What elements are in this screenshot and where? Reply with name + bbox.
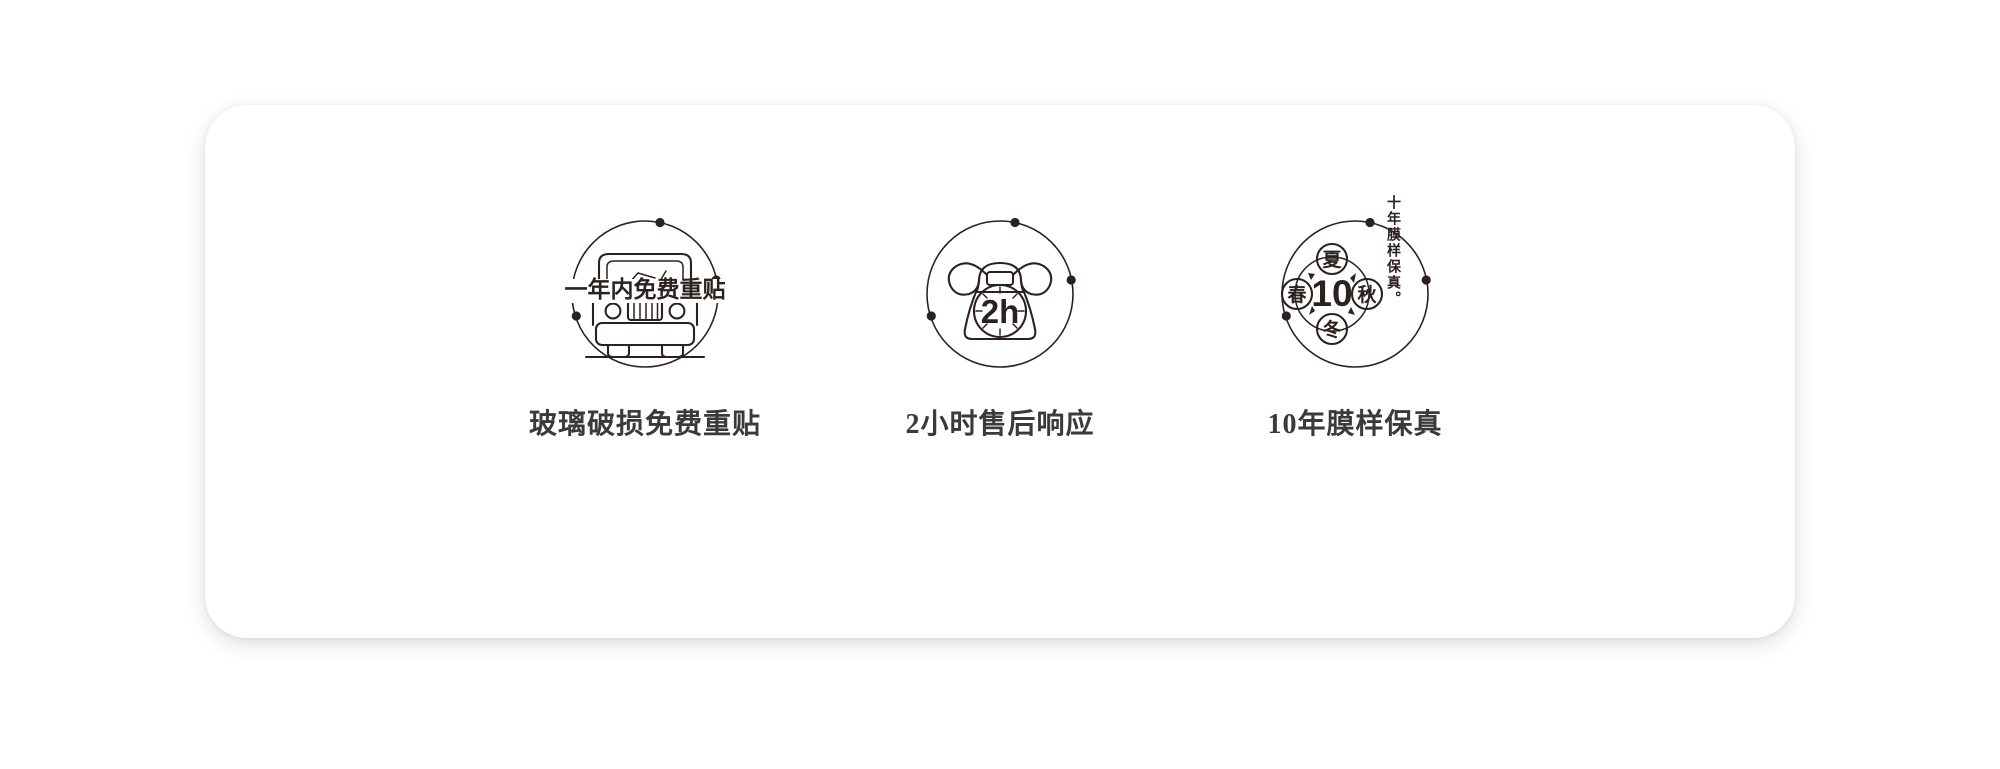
feature-caption: 2小时售后响应	[905, 409, 1095, 440]
ring-dot-top	[1365, 217, 1375, 228]
phone-body	[963, 290, 1037, 341]
season-bubble-right	[1350, 277, 1384, 311]
headlight-right	[668, 302, 686, 320]
season-label-top: 夏	[1322, 249, 1342, 271]
headlight-left	[604, 302, 622, 320]
feature-item-free-reapply[interactable]: 一年内免费重贴 玻璃破损免费重贴	[468, 201, 823, 439]
ring-dot-top	[655, 217, 665, 228]
handset-right	[1012, 262, 1053, 296]
ring-dot-top	[1010, 217, 1020, 228]
badge-overlay-text: 2h	[981, 293, 1020, 330]
four-seasons-cycle-icon: 夏 秋 冬 春 10 十年膜样保真。	[1262, 194, 1448, 387]
feature-caption: 玻璃破损免费重贴	[528, 409, 761, 440]
phone-nameplate	[985, 270, 1015, 287]
clock-face	[972, 283, 1028, 339]
feature-item-ten-year-warranty[interactable]: 夏 秋 冬 春 10 十年膜样保真。 10年膜样保真	[1178, 194, 1533, 440]
badge-overlay-text: 一年内免费重贴	[565, 276, 726, 302]
badge-overlay-text: 10	[1311, 273, 1352, 314]
badge-vertical-text: 十年膜样保真。	[1386, 194, 1402, 307]
season-label-bottom: 冬	[1322, 318, 1341, 341]
ring-dot-right	[1421, 275, 1431, 285]
ring-dot-left	[571, 311, 581, 321]
ring-dot-right	[1066, 275, 1076, 285]
feature-item-two-hour-response[interactable]: 2h 2小时售后响应	[823, 201, 1178, 439]
rotary-telephone-clock-icon: 2h	[907, 201, 1093, 387]
car-front-icon: 一年内免费重贴	[552, 201, 738, 387]
season-bubble-bottom	[1315, 312, 1349, 346]
cycle-arrows	[1308, 273, 1356, 315]
feature-row: 一年内免费重贴 玻璃破损免费重贴	[205, 105, 1795, 638]
season-bubble-left	[1280, 277, 1314, 311]
handset-left	[947, 262, 988, 296]
season-cycle-ring	[1294, 256, 1370, 332]
season-label-right: 秋	[1357, 283, 1377, 306]
ring-dot-left	[926, 311, 936, 321]
season-label-left: 春	[1287, 283, 1306, 306]
ring-dot-left	[1281, 311, 1291, 321]
clock-ticks	[975, 286, 1025, 336]
service-highlights-card: 一年内免费重贴 玻璃破损免费重贴	[205, 105, 1795, 638]
feature-caption: 10年膜样保真	[1267, 409, 1443, 440]
season-bubble-top	[1315, 242, 1349, 276]
